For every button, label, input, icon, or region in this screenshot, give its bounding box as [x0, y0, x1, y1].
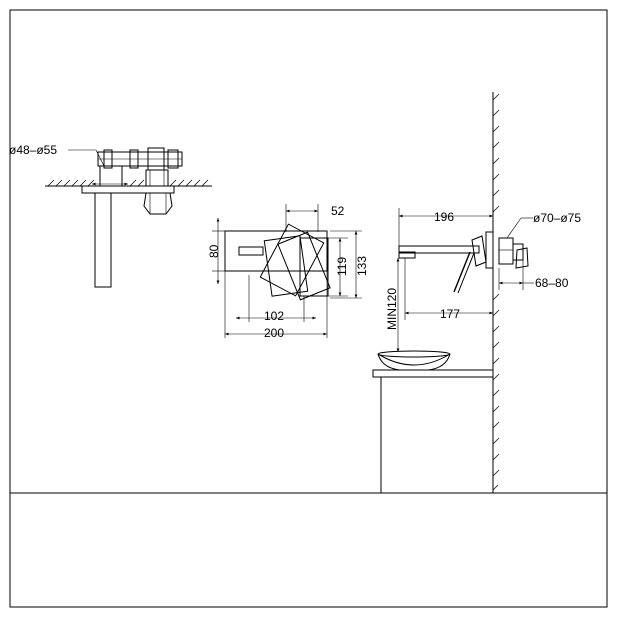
dim-wall-depth: 68–80: [535, 276, 569, 290]
dim-min-height: MIN120: [385, 288, 399, 330]
dim-spout-reach: 177: [440, 307, 460, 321]
plan-cartridge: [143, 192, 173, 215]
front-cover-plate: [224, 230, 328, 272]
plan-wall-hatch: [47, 179, 209, 187]
side-cover-plate: [485, 231, 494, 269]
basin: [377, 353, 451, 366]
dim-height-outer: 133: [355, 256, 369, 276]
dim-spout-offset: 52: [331, 204, 345, 218]
dim-height-front: 80: [207, 244, 221, 258]
front-lever-handle: [259, 223, 331, 301]
dim-supply-diameter: ø48–ø55: [9, 143, 57, 157]
side-wall-hatch: [492, 93, 500, 491]
dim-lever-width: 102: [264, 309, 284, 323]
side-lever: [453, 251, 471, 293]
vanity-cabinet: [380, 376, 494, 494]
front-spout-outlet: [238, 246, 264, 256]
side-in-wall-box: [498, 237, 514, 265]
dim-flange-diameter: ø70–ø75: [533, 211, 581, 225]
outer-frame: [9, 9, 608, 608]
vanity-counter: [372, 369, 494, 378]
front-view: 52 80 119 133 102 200: [207, 204, 369, 340]
dim-total-width: 200: [264, 326, 284, 340]
dim-spout-projection: 196: [434, 210, 454, 224]
side-view: 196 ø70–ø75 68–80 177 MIN120: [372, 92, 581, 494]
side-spout: [398, 245, 480, 254]
plan-wall-plate: [81, 185, 175, 194]
dim-height-inner: 119: [335, 257, 349, 276]
plan-spout-body: [94, 192, 112, 288]
plan-view: ø48–ø55: [9, 143, 212, 288]
plan-valve-body: [99, 165, 123, 187]
